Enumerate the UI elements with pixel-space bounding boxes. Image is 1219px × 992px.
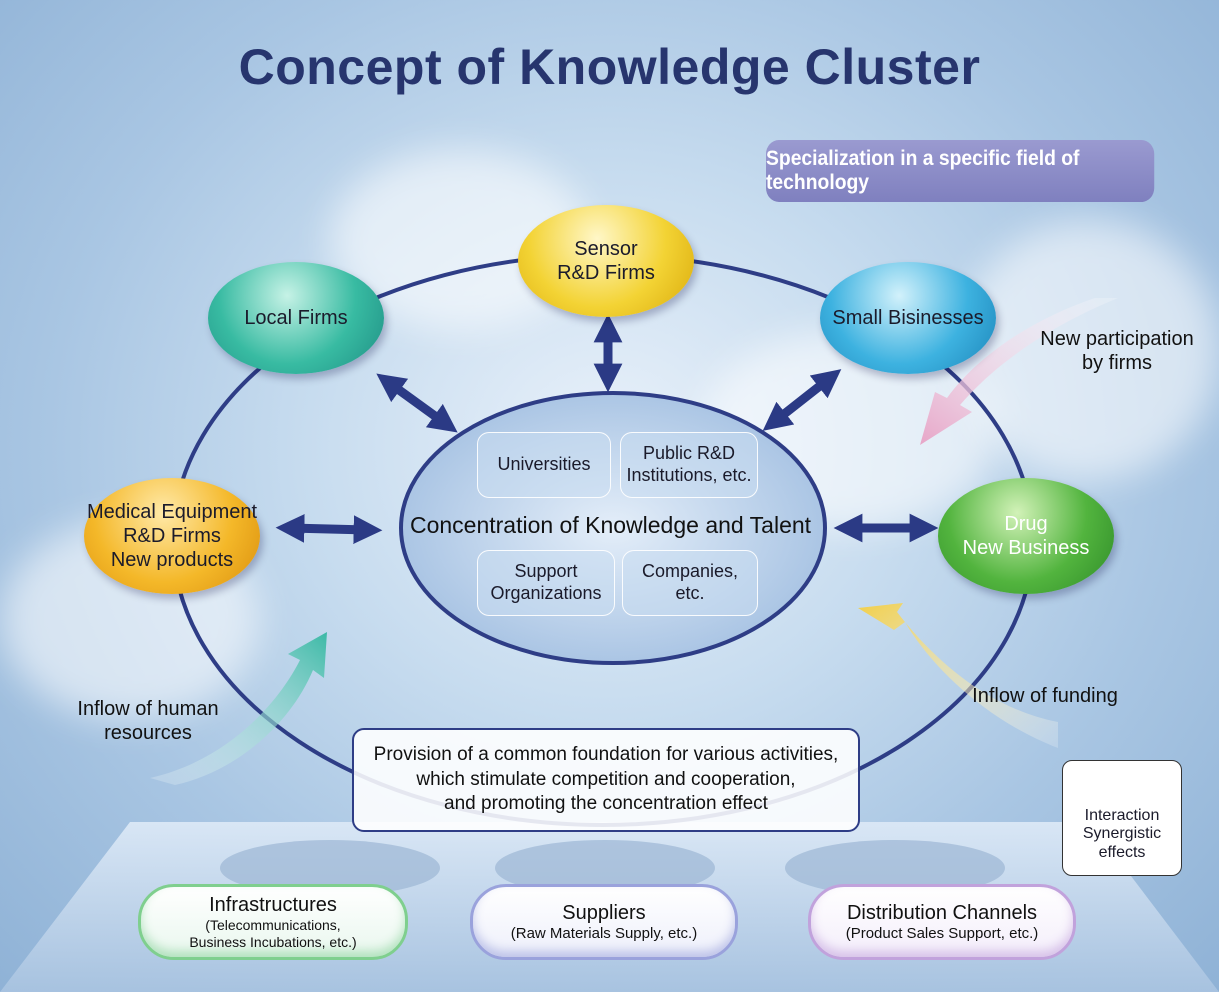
inner-label: etc.	[675, 583, 705, 603]
pill-title: Infrastructures	[209, 894, 337, 917]
pill-sub: (Raw Materials Supply, etc.)	[510, 924, 698, 942]
inner-box-companies: Companies,etc.	[622, 550, 758, 616]
inner-label: Organizations	[490, 583, 602, 603]
node-label: Drug	[1004, 513, 1048, 535]
legend-text: Interaction	[1084, 807, 1160, 824]
arrow-small	[762, 369, 842, 431]
pill-infrastructures: Infrastructures (Telecommunications, Bus…	[138, 884, 408, 960]
inflow-funding-label: Inflow of funding	[972, 685, 1118, 707]
node-label: Medical Equipment	[86, 501, 258, 523]
legend-text: effects	[1098, 843, 1146, 861]
arrow-medical	[275, 513, 383, 545]
node-label: R&D Firms	[557, 262, 655, 284]
flow-label-line: by firms	[1082, 352, 1152, 374]
node-label: New Business	[962, 537, 1090, 559]
pill-title: Suppliers	[562, 901, 646, 924]
page-title: Concept of Knowledge Cluster	[238, 39, 981, 95]
legend-text: Synergistic	[1082, 825, 1162, 843]
pill-shadow	[220, 840, 440, 896]
inflow-human-arrow	[150, 632, 327, 785]
inner-label: Institutions, etc.	[626, 465, 752, 485]
inner-label: Public R&D	[642, 443, 736, 464]
flow-label-line: Inflow of human	[77, 698, 219, 720]
pill-distribution: Distribution Channels (Product Sales Sup…	[808, 884, 1076, 960]
new-participation-arrow	[920, 298, 1118, 445]
inflow-human-label: Inflow of human resources	[58, 697, 238, 745]
provision-line: Provision of a common foundation for var…	[373, 743, 839, 765]
node-label: New products	[110, 549, 234, 571]
inflow-funding-arrow	[858, 603, 1058, 748]
pill-shadow	[785, 840, 1005, 896]
center-title: Concentration of Knowledge and Talent	[409, 512, 812, 538]
flow-label-line: resources	[104, 722, 192, 744]
provision-box: Provision of a common foundation for var…	[352, 728, 860, 832]
node-small-businesses: Small Bisinesses	[820, 262, 996, 374]
pill-sub: (Product Sales Support, etc.)	[845, 924, 1039, 942]
arrow-local	[376, 373, 458, 433]
node-local-firms: Local Firms	[208, 262, 384, 374]
node-label: Sensor	[574, 238, 638, 260]
pill-title: Distribution Channels	[846, 901, 1038, 924]
node-label: R&D Firms	[123, 525, 221, 547]
pill-sub: Business Incubations, etc.)	[189, 933, 357, 950]
provision-line: which stimulate competition and cooperat…	[416, 768, 796, 790]
pill-sub: (Telecommunications,	[205, 917, 341, 934]
inner-label: Companies,	[641, 561, 739, 582]
inner-box-universities: Universities	[477, 432, 611, 498]
inner-label: Support	[514, 561, 578, 582]
specialization-banner: Specialization in a specific field of te…	[766, 140, 1155, 202]
pill-suppliers: Suppliers (Raw Materials Supply, etc.)	[470, 884, 738, 960]
legend: Interaction Synergistic effects	[1062, 760, 1182, 876]
new-participation-label: New participation by firms	[1022, 327, 1212, 375]
flow-label-line: New participation	[1040, 328, 1194, 350]
provision-line: and promoting the concentration effect	[444, 793, 768, 815]
pill-shadow	[495, 840, 715, 896]
